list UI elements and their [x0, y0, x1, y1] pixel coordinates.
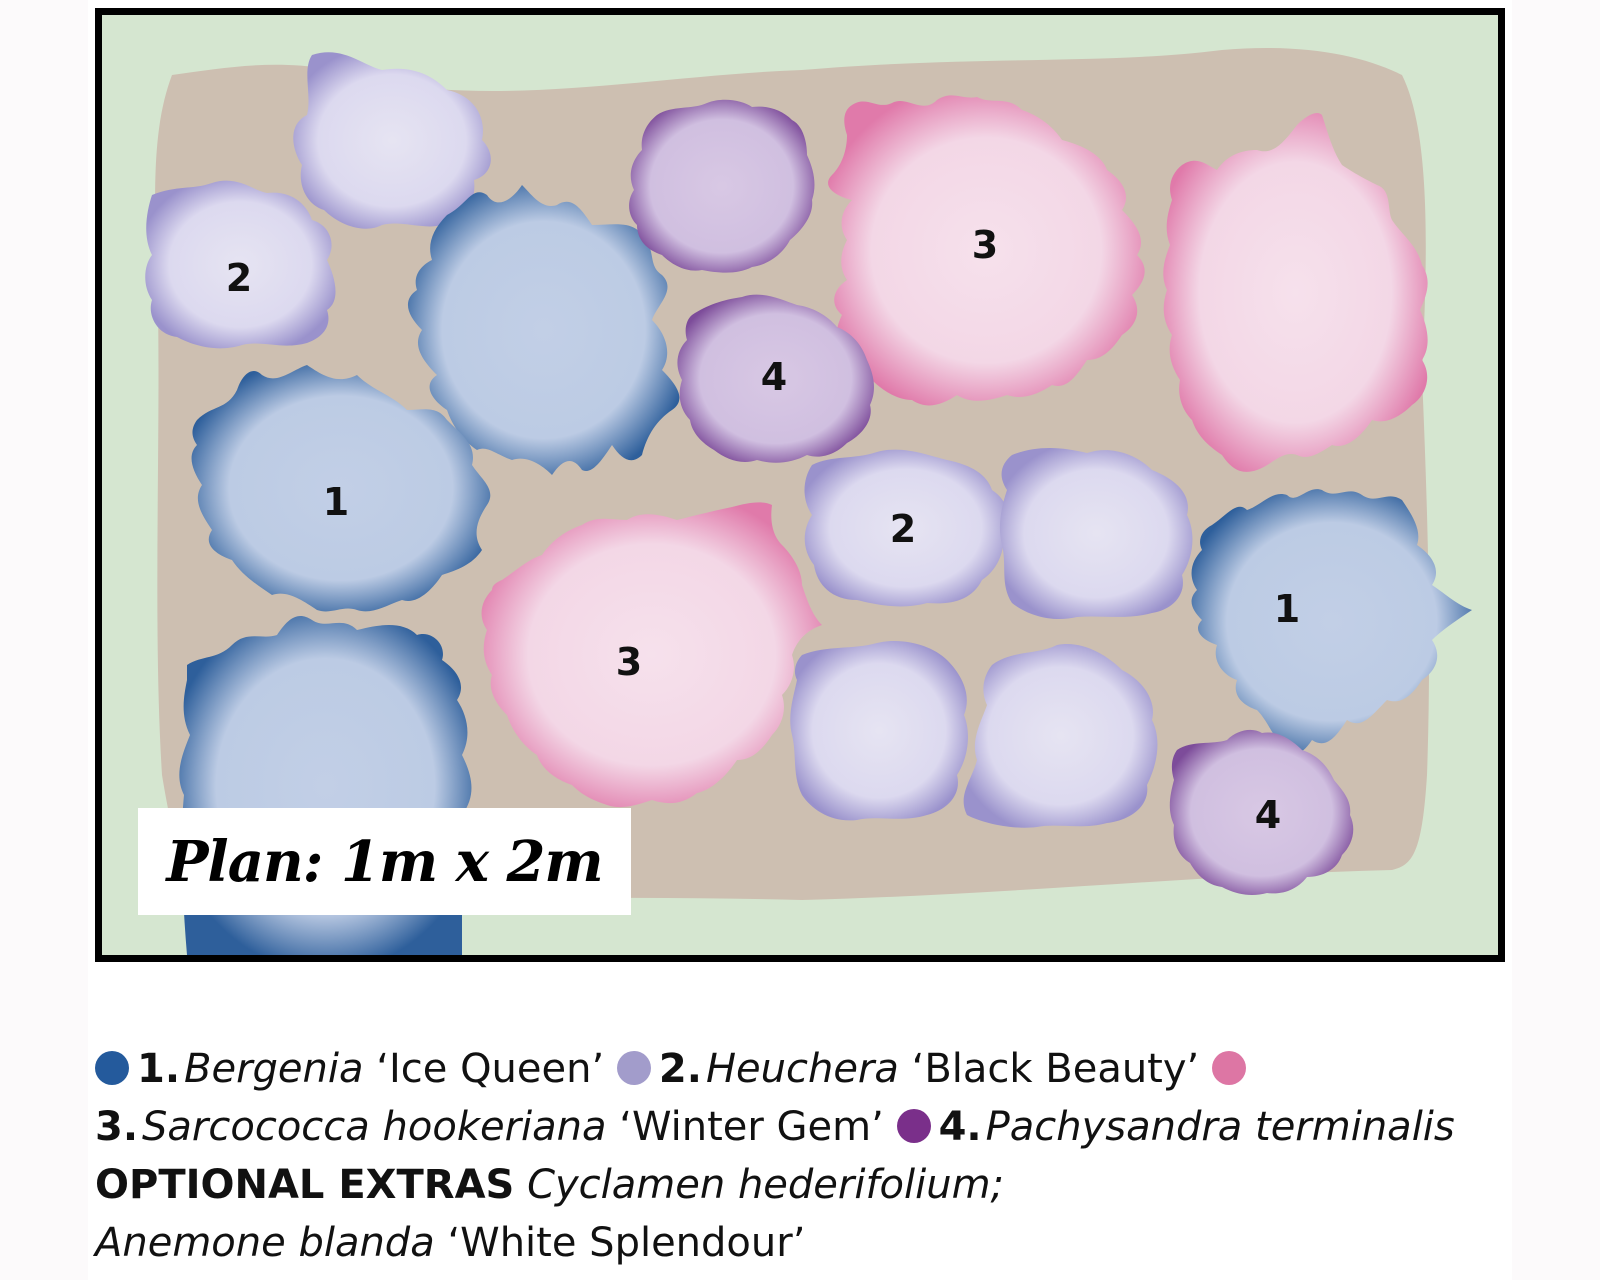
heuchera-plant	[999, 448, 1193, 620]
plant-legend: 1.Bergenia ‘Ice Queen’ 2.Heuchera ‘Black…	[95, 1040, 1515, 1272]
optional-extra-2-cultivar: ‘White Splendour’	[447, 1220, 806, 1266]
legend-genus: Sarcococca hookeriana	[142, 1104, 607, 1150]
plant-number-label: 2	[226, 256, 252, 300]
plant-number-label: 3	[616, 640, 642, 684]
legend-genus: Heuchera	[705, 1046, 899, 1092]
optional-extra-1: Cyclamen hederifolium;	[527, 1162, 1005, 1208]
plan-dimensions-caption: Plan: 1m x 2m	[138, 808, 631, 915]
legend-cultivar: ‘Ice Queen’	[376, 1046, 605, 1092]
sarcococca-color-dot-icon	[1211, 1051, 1246, 1085]
heuchera-plant	[804, 449, 1008, 607]
garden-plan: 2 1 4 3 2 3 1 4	[95, 8, 1505, 962]
plant-number-label: 4	[1255, 793, 1281, 837]
pachysandra-plant	[1169, 729, 1354, 895]
heuchera-color-dot-icon	[616, 1051, 651, 1085]
legend-genus: Bergenia	[184, 1046, 364, 1092]
planting-diagram: 2 1 4 3 2 3 1 4	[145, 47, 1472, 955]
legend-number: 2.	[658, 1046, 702, 1092]
plant-number-label: 4	[761, 355, 787, 399]
heuchera-plant	[963, 644, 1158, 828]
pachysandra-color-dot-icon	[896, 1109, 931, 1143]
optional-extra-2-genus: Anemone blanda	[95, 1220, 435, 1266]
heuchera-plant	[293, 52, 491, 229]
plan-caption-text: Plan: 1m x 2m	[166, 828, 603, 895]
plant-number-label: 3	[972, 223, 998, 267]
legend-cultivar: ‘Black Beauty’	[911, 1046, 1200, 1092]
bergenia-plant	[191, 365, 491, 612]
plant-number-label: 1	[323, 480, 349, 524]
plant-number-label: 1	[1274, 587, 1300, 631]
bergenia-color-dot-icon	[95, 1051, 129, 1085]
legend-number: 3.	[95, 1104, 139, 1150]
pachysandra-plant	[629, 99, 815, 273]
sarcococca-plant	[828, 95, 1145, 406]
heuchera-plant	[145, 180, 336, 349]
optional-extras-label: OPTIONAL EXTRAS	[95, 1162, 515, 1208]
heuchera-plant	[790, 640, 968, 821]
bergenia-plant	[407, 185, 680, 475]
pachysandra-plant	[677, 294, 874, 463]
legend-cultivar: ‘Winter Gem’	[619, 1104, 884, 1150]
legend-genus: Pachysandra terminalis	[985, 1104, 1455, 1150]
sarcococca-plant	[481, 502, 822, 808]
bergenia-plant	[1191, 489, 1472, 755]
plant-number-label: 2	[890, 507, 916, 551]
legend-number: 4.	[938, 1104, 982, 1150]
legend-number: 1.	[137, 1046, 181, 1092]
sarcococca-plant	[1163, 113, 1428, 472]
